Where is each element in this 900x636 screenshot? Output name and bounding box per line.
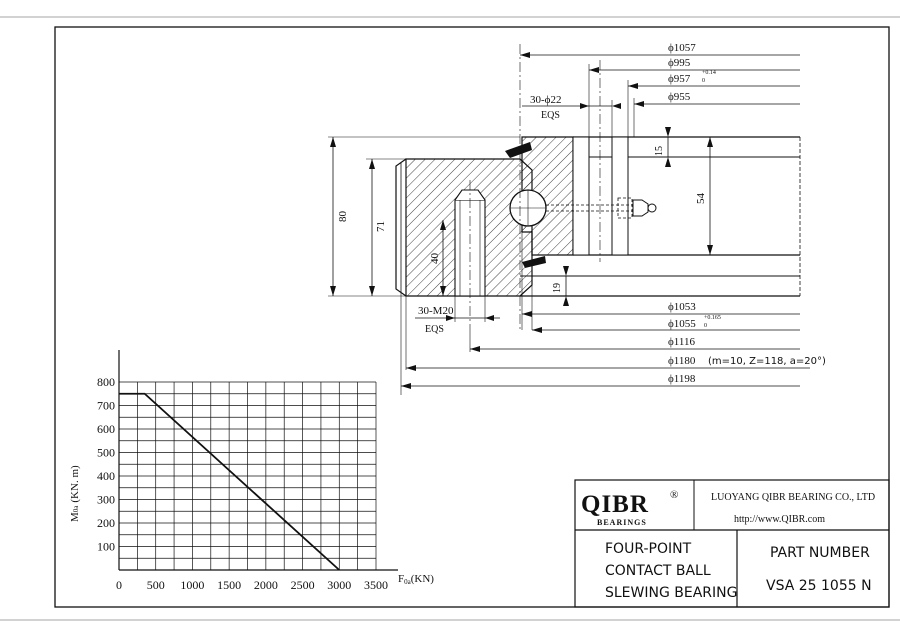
dim-holes-bottom-eqs: EQS	[425, 324, 444, 335]
y-tick-label: 200	[97, 516, 115, 530]
x-tick-label: 0	[116, 578, 122, 592]
dim-d1055-tol-upper: +0.165	[704, 315, 721, 321]
drawing-border	[54, 26, 890, 608]
dim-d1055: ϕ1055	[668, 318, 696, 330]
desc-line-2: CONTACT BALL	[605, 563, 711, 579]
dim-d1180: ϕ1180	[668, 355, 696, 367]
dim-d1053: ϕ1053	[668, 301, 696, 313]
load-capacity-chart: 0 500 1000 1500 2000 2500 3000 3500 100 200 300 400…	[69, 350, 434, 592]
title-block: QIBR ® BEARINGS LUOYANG QIBR BEARING CO.…	[574, 479, 890, 608]
bottom-dimensions: ϕ1053 ϕ1055 +0.165 0 ϕ1116 ϕ1180 (m=10, …	[400, 232, 826, 395]
bearing-cross-section	[395, 44, 801, 330]
x-tick-label: 2000	[254, 578, 278, 592]
chart-xlabel: F0a(KN)	[398, 573, 434, 586]
dim-holes-top-eqs: EQS	[541, 110, 560, 121]
dim-h54: 54	[695, 193, 707, 205]
logo-text: QIBR	[581, 491, 649, 518]
desc-line-1: FOUR-POINT	[605, 541, 692, 557]
company-url: http://www.QIBR.com	[734, 514, 825, 525]
y-tick-label: 500	[97, 446, 115, 460]
dim-holes-top: 30-ϕ22	[530, 94, 561, 106]
company-name: LUOYANG QIBR BEARING CO., LTD	[711, 492, 875, 503]
y-tick-label: 400	[97, 469, 115, 483]
dim-d957-tol-upper: +0.14	[702, 70, 716, 76]
top-dimensions: ϕ1057 ϕ995 ϕ957 +0.14 0 ϕ955 30-ϕ22 EQS	[520, 42, 800, 137]
y-tick-label: 300	[97, 493, 115, 507]
part-number-label: PART NUMBER	[770, 545, 870, 561]
dim-d1198: ϕ1198	[668, 373, 696, 385]
x-tick-label: 1000	[180, 578, 204, 592]
y-tick-label: 700	[97, 399, 115, 413]
dim-d955: ϕ955	[668, 91, 691, 103]
x-tick-label: 2500	[291, 578, 315, 592]
y-tick-label: 600	[97, 422, 115, 436]
x-tick-label: 3500	[364, 578, 388, 592]
x-tick-label: 1500	[217, 578, 241, 592]
dim-h71: 71	[375, 221, 387, 232]
logo-registered-mark: ®	[670, 489, 678, 501]
dim-gear-info: (m=10, Z=118, a=20°)	[708, 356, 826, 367]
dim-h80: 80	[337, 211, 349, 223]
desc-line-3: SLEWING BEARING	[605, 585, 737, 601]
part-number-value: VSA 25 1055 N	[766, 578, 872, 594]
vertical-dimensions: 80 71 40 15 54 19	[328, 127, 713, 306]
x-tick-label: 500	[147, 578, 165, 592]
logo-subtitle: BEARINGS	[597, 518, 647, 527]
chart-grid	[118, 350, 398, 571]
top-seal	[505, 142, 532, 158]
y-tick-label: 800	[97, 375, 115, 389]
load-curve	[119, 392, 340, 571]
dim-h40: 40	[429, 253, 441, 265]
x-tick-label: 3000	[327, 578, 351, 592]
chart-ticks: 0 500 1000 1500 2000 2500 3000 3500 100 200 300 400…	[97, 375, 388, 592]
dim-d1055-tol-lower: 0	[704, 323, 707, 329]
bottom-seal	[522, 256, 546, 268]
dim-d1116: ϕ1116	[668, 336, 695, 348]
dim-d995: ϕ995	[668, 57, 691, 69]
dim-h19: 19	[552, 283, 563, 293]
grease-fitting	[632, 199, 649, 217]
dim-h15: 15	[654, 146, 665, 156]
dim-d957: ϕ957	[668, 73, 691, 85]
y-tick-label: 100	[97, 540, 115, 554]
dim-d957-tol-lower: 0	[702, 78, 705, 84]
dim-d1057: ϕ1057	[668, 42, 696, 54]
chart-ylabel: M0a(KN. m)	[69, 465, 81, 522]
dim-holes-bottom: 30-M20	[418, 305, 454, 317]
